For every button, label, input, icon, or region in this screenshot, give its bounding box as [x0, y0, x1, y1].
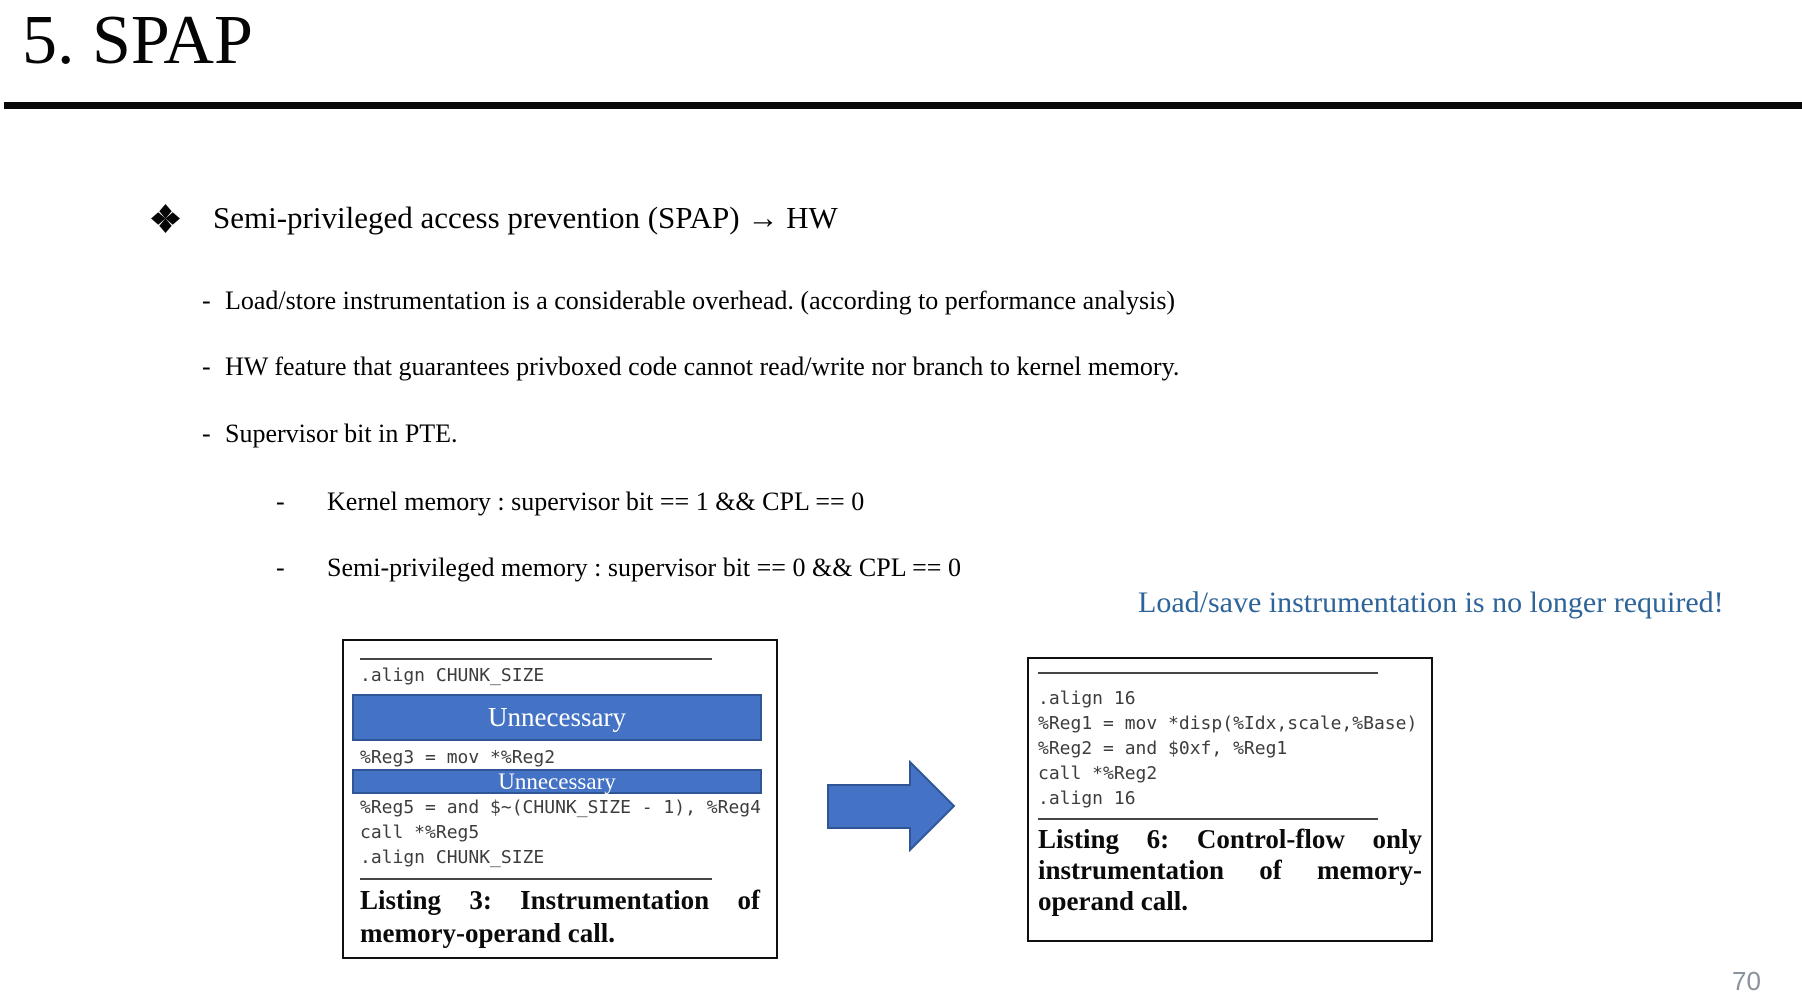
code-line: %Reg1 = mov *disp(%Idx,scale,%Base) — [1038, 713, 1418, 734]
listing3-caption: Listing 3: Instrumentation of memory-ope… — [360, 885, 760, 948]
bullet-subitem: - Kernel memory : supervisor bit == 1 &&… — [276, 485, 864, 519]
dash-bullet: - — [276, 487, 285, 516]
bullet-text: Supervisor bit in PTE. — [225, 419, 458, 448]
dash-bullet: - — [202, 419, 211, 448]
diamond-bullet-icon — [150, 203, 213, 234]
listing-rule — [1038, 818, 1378, 820]
page-number: 70 — [1732, 966, 1761, 996]
unnecessary-overlay: Unnecessary — [352, 694, 762, 741]
bullet-item: - Load/store instrumentation is a consid… — [202, 284, 1175, 318]
listing6-caption: Listing 6: Control-flow only instrumenta… — [1038, 824, 1422, 916]
listing-rule — [360, 878, 712, 880]
dash-bullet: - — [202, 352, 211, 381]
bullet-main: Semi-privileged access prevention (SPAP)… — [150, 200, 838, 236]
code-line: .align 16 — [1038, 688, 1136, 709]
listing6-figure: .align 16 %Reg1 = mov *disp(%Idx,scale,%… — [1027, 657, 1433, 942]
bullet-text: Load/store instrumentation is a consider… — [225, 286, 1176, 315]
code-line: .align 16 — [1038, 788, 1136, 809]
bullet-text: Kernel memory : supervisor bit == 1 && C… — [327, 487, 865, 516]
code-line: %Reg5 = and $~(CHUNK_SIZE - 1), %Reg4 — [360, 797, 761, 818]
code-line: call *%Reg2 — [1038, 763, 1158, 784]
bullet-main-text: Semi-privileged access prevention (SPAP)… — [213, 200, 838, 235]
code-line: .align CHUNK_SIZE — [360, 665, 545, 686]
code-line: .align CHUNK_SIZE — [360, 847, 545, 868]
bullet-text: HW feature that guarantees privboxed cod… — [225, 352, 1180, 381]
bullet-subitem: - Semi-privileged memory : supervisor bi… — [276, 551, 961, 585]
code-line: %Reg3 = mov *%Reg2 — [360, 747, 556, 768]
unnecessary-overlay: Unnecessary — [352, 769, 762, 794]
dash-bullet: - — [276, 553, 285, 582]
bullet-text: Semi-privileged memory : supervisor bit … — [327, 553, 961, 582]
listing-rule — [1038, 672, 1378, 674]
listing-rule — [360, 658, 712, 660]
bullet-item: - HW feature that guarantees privboxed c… — [202, 350, 1179, 384]
title-underline — [4, 102, 1802, 109]
right-arrow-icon — [818, 752, 963, 862]
listing3-figure: .align CHUNK_SIZE Unnecessary %Reg3 = mo… — [342, 639, 778, 959]
code-line: %Reg2 = and $0xf, %Reg1 — [1038, 738, 1288, 759]
note-text: Load/save instrumentation is no longer r… — [1138, 586, 1724, 619]
bullet-item: - Supervisor bit in PTE. — [202, 417, 458, 451]
page-title: 5. SPAP — [22, 2, 253, 79]
code-line: call *%Reg5 — [360, 822, 480, 843]
dash-bullet: - — [202, 286, 211, 315]
